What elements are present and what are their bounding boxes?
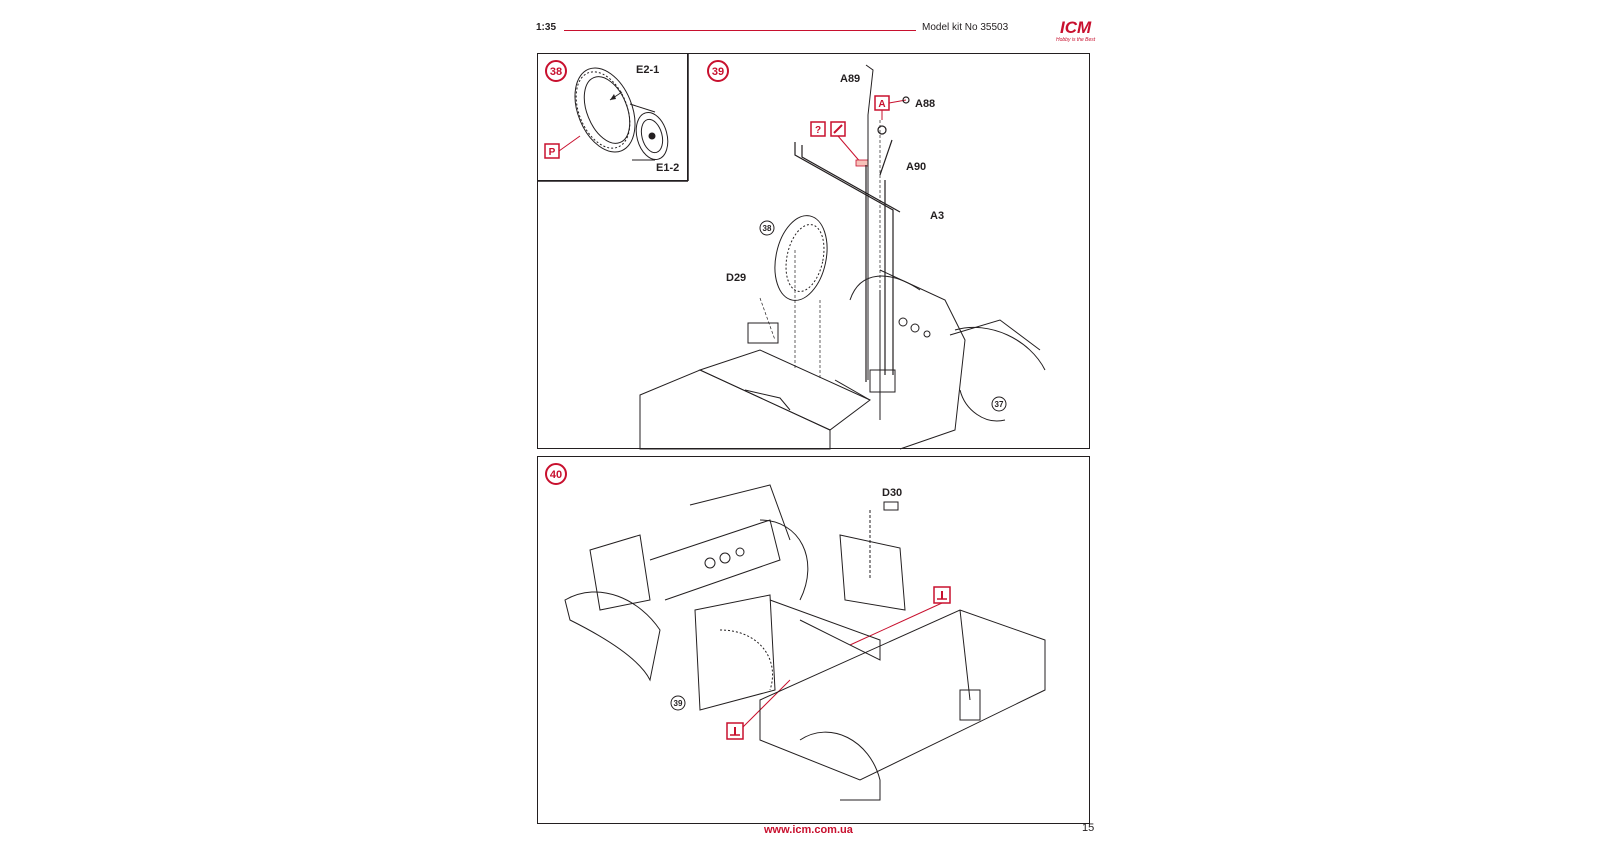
part-label-a88: A88 bbox=[915, 98, 935, 110]
logo-tagline: Hobby is the Best bbox=[1056, 37, 1096, 43]
glue-mark-top bbox=[849, 586, 951, 646]
spare-wheel bbox=[774, 215, 828, 301]
step-40-badge: 40 bbox=[545, 463, 567, 485]
scale-label: 1:35 bbox=[536, 22, 557, 33]
part-label-e2-1: E2-1 bbox=[636, 64, 659, 76]
step-38-badge: 38 bbox=[545, 60, 567, 82]
part-label-a89: A89 bbox=[840, 73, 860, 85]
mark-box-question: ? bbox=[810, 121, 869, 167]
ref-37-label: 37 bbox=[995, 400, 1004, 409]
part-label-a90: A90 bbox=[906, 161, 926, 173]
paint-mark-p-label: P bbox=[549, 147, 556, 158]
step-39-number: 39 bbox=[712, 66, 724, 78]
glue-mark-bottom bbox=[726, 679, 791, 740]
mark-box-question-label: ? bbox=[815, 125, 821, 136]
part-d30 bbox=[883, 501, 899, 511]
model-kit-number: Model kit No 35503 bbox=[922, 22, 1009, 33]
icm-logo: ICM bbox=[1060, 18, 1092, 37]
paint-mark-p: P bbox=[544, 135, 581, 159]
ref-39: 39 bbox=[670, 695, 686, 711]
part-label-a3: A3 bbox=[930, 210, 944, 222]
part-label-e1-2: E1-2 bbox=[656, 162, 679, 174]
step-39-badge: 39 bbox=[707, 60, 729, 82]
ref-38-label: 38 bbox=[763, 224, 772, 233]
vehicle-body-39 bbox=[639, 269, 1046, 450]
part-label-d30: D30 bbox=[882, 487, 902, 499]
mark-box-a-label: A bbox=[878, 99, 885, 110]
wheel-hub-e1-2 bbox=[629, 103, 669, 161]
step-40-panel bbox=[537, 456, 1090, 824]
step-40-number: 40 bbox=[550, 469, 562, 481]
footer-url[interactable]: www.icm.com.ua bbox=[764, 824, 853, 836]
ref-37: 37 bbox=[991, 396, 1007, 412]
mark-box-a: A bbox=[874, 95, 907, 120]
windshield-frame bbox=[794, 64, 910, 382]
header-rule bbox=[564, 30, 916, 31]
part-label-d29: D29 bbox=[726, 272, 746, 284]
ref-39-label: 39 bbox=[674, 699, 683, 708]
step-38-panel bbox=[537, 53, 688, 181]
page-number: 15 bbox=[1082, 822, 1095, 834]
ref-38: 38 bbox=[759, 220, 775, 236]
step-38-number: 38 bbox=[550, 66, 562, 78]
vehicle-body-40 bbox=[564, 484, 1046, 801]
wheel-tire-e2-1 bbox=[574, 67, 636, 153]
